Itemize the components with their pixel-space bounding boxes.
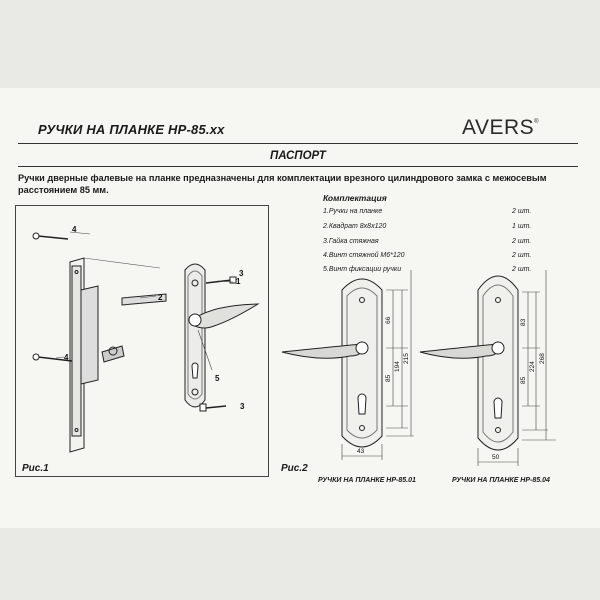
kit-qty: 2 шт. [512, 238, 532, 245]
dim-label: 85 [385, 374, 392, 382]
figure-1-frame [15, 205, 269, 477]
model-label-01: РУЧКИ НА ПЛАНКЕ НР-85.01 [318, 477, 416, 484]
registered-mark: ® [534, 119, 540, 125]
dim-label: 83 [520, 318, 527, 326]
document-title: РУЧКИ НА ПЛАНКЕ НР-85.хх [38, 122, 225, 137]
bolt-4-top [32, 232, 69, 240]
bolt-4-bottom [32, 353, 73, 362]
kit-item: 3.Гайка стяжная [323, 238, 379, 245]
passport-rule [18, 166, 578, 167]
dim-label: 268 [539, 353, 546, 364]
dim-label: 43 [357, 448, 365, 455]
callout-3-bottom: 3 [240, 402, 245, 411]
kit-item: 5.Винт фиксации ручки [323, 266, 402, 273]
brand-logo: AVERS® [462, 116, 539, 140]
callout-1: 1 [236, 277, 241, 286]
description-text: Ручки дверные фалевые на планке предназн… [18, 173, 547, 195]
kit-title: Комплектация [323, 193, 387, 203]
dim-label: 194 [394, 361, 401, 372]
model-label-04: РУЧКИ НА ПЛАНКЕ НР-85.04 [452, 477, 550, 484]
kit-item: 2.Квадрат 8х8х120 [323, 223, 387, 230]
dim-label: 215 [403, 353, 410, 364]
kit-qty: 2 шт. [512, 208, 532, 215]
kit-item: 4.Винт стяжной М6*120 [323, 252, 405, 259]
kit-item: 1.Ручки на планке [323, 208, 383, 215]
kit-qty: 2 шт. [512, 252, 532, 259]
dim-label: 85 [520, 376, 527, 384]
header-rule [18, 143, 578, 144]
callout-2: 2 [158, 293, 163, 302]
assembly-drawing [32, 231, 260, 453]
handle-drawing-04 [419, 270, 556, 466]
figure-2-caption: Рис.2 [281, 463, 308, 474]
callout-5: 5 [215, 374, 220, 383]
passport-heading: ПАСПОРТ [270, 150, 326, 162]
brand-name: AVERS [462, 116, 535, 139]
dim-label: 224 [529, 361, 536, 372]
callout-3-top: 3 [239, 269, 244, 278]
dim-label: 66 [385, 316, 392, 324]
kit-qty: 2 шт. [512, 266, 532, 273]
figure-1-caption: Рис.1 [22, 463, 49, 474]
dim-label: 50 [492, 454, 500, 461]
nut-3-top [205, 276, 237, 284]
handle-drawing-01 [281, 270, 414, 460]
callout-4-bottom: 4 [64, 353, 69, 362]
callout-4-top: 4 [72, 225, 77, 234]
nut-3-bottom [199, 403, 227, 412]
kit-qty: 1 шт. [512, 223, 532, 230]
